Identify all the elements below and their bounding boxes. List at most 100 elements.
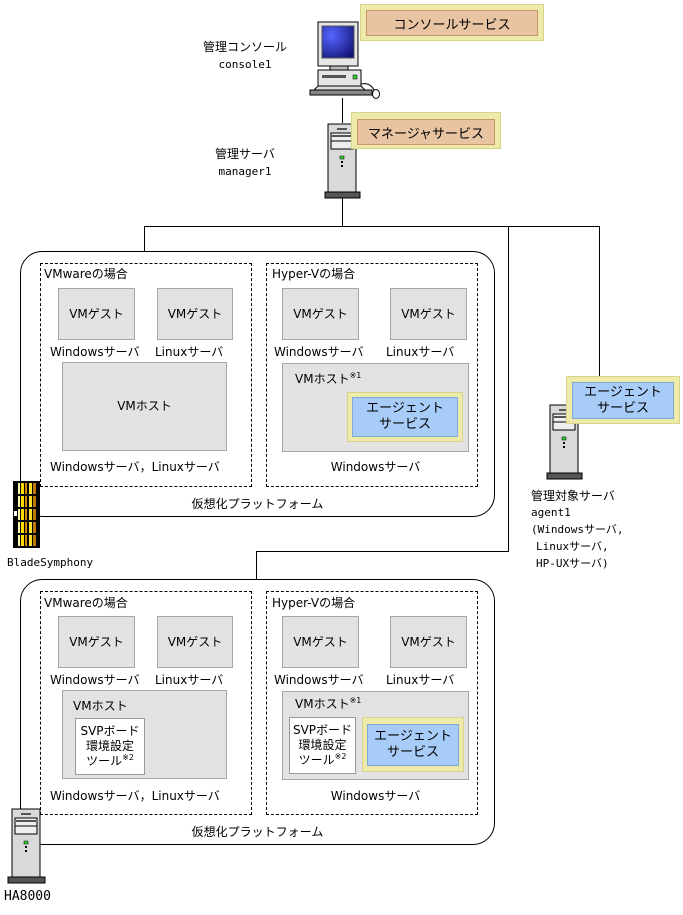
console-hostname: console1 <box>218 58 272 71</box>
virtualization-platform-2 <box>20 579 495 845</box>
footnote-2-mark: ※2 <box>122 753 134 762</box>
footnote-1-mark: ※1 <box>349 371 362 380</box>
hyperv-2-agent-frame: エージェント サービス <box>362 717 464 772</box>
console-service-label: コンソールサービス <box>393 17 511 33</box>
vm-host-text: VMホスト <box>295 372 350 386</box>
vm-guest-label: VMゲスト <box>401 635 456 649</box>
vm-host-text: VMホスト <box>295 697 350 711</box>
bus-drop-platform1 <box>144 226 145 251</box>
vmware-2-guest-windows-os: Windowsサーバ <box>50 673 140 687</box>
vmware-section-2 <box>40 591 252 815</box>
console-service-frame: コンソールサービス <box>360 4 544 41</box>
manager-hostname: manager1 <box>218 165 272 178</box>
vm-guest-label: VMゲスト <box>401 307 456 321</box>
agent-service-label-1: エージェント <box>366 401 444 416</box>
manager-service-box: マネージャサービス <box>357 119 495 145</box>
vm-guest-label: VMゲスト <box>69 307 124 321</box>
hyperv-section-2-title: Hyper-Vの場合 <box>272 596 356 610</box>
vm-host-label: VMホスト※1 <box>295 696 362 712</box>
console-service-box: コンソールサービス <box>366 10 538 36</box>
agent-service-label-2: サービス <box>386 745 439 760</box>
hyperv-1-host: VMホスト※1 エージェント サービス <box>282 363 469 452</box>
vm-host-label: VMホスト※1 <box>295 371 362 387</box>
vmware-2-svp-tool: SVPボード 環境設定 ツール※2 <box>75 718 145 775</box>
vmware-2-guest-linux-os: Linuxサーバ <box>155 673 224 687</box>
hyperv-section-1-title: Hyper-Vの場合 <box>272 267 356 281</box>
agent-service-label-2: サービス <box>596 400 649 416</box>
vm-guest-label: VMゲスト <box>167 635 223 649</box>
hyperv-1-agent-service: エージェント サービス <box>352 397 458 437</box>
svp-tool-label-2: 環境設定 <box>298 738 347 752</box>
hyperv-2-guest-linux-os: Linuxサーバ <box>386 673 455 687</box>
console-label: 管理コンソール <box>202 40 287 54</box>
bus-drop-platform2 <box>508 226 509 551</box>
svp-tool-label-3: ツール※2 <box>86 753 134 769</box>
vm-guest-label: VMゲスト <box>69 635 124 649</box>
manager-service-label: マネージャサービス <box>367 126 485 142</box>
agent-hostname: agent1 <box>531 506 571 519</box>
svp-tool-label-1: SVPボード <box>80 724 140 738</box>
hyperv-1-guest-windows: VMゲスト <box>282 288 359 340</box>
svp-tool-label-2: 環境設定 <box>85 739 134 753</box>
vmware-1-guest-linux: VMゲスト <box>157 288 233 340</box>
vmware-1-guest-windows-os: Windowsサーバ <box>50 345 140 359</box>
agent-os-line-3: HP-UXサーバ) <box>536 557 609 570</box>
platform2-link <box>256 551 509 552</box>
console-manager-link <box>342 98 343 123</box>
hyperv-section-1 <box>266 263 478 487</box>
bladesymphony-label: BladeSymphony <box>7 556 94 569</box>
platform-1-title: 仮想化プラットフォーム <box>191 497 324 511</box>
hyperv-2-guest-windows-os: Windowsサーバ <box>274 673 364 687</box>
vmware-1-guest-linux-os: Linuxサーバ <box>155 345 224 359</box>
vmware-1-host: VMホスト <box>62 362 227 451</box>
hyperv-1-host-os: Windowsサーバ <box>330 460 421 474</box>
vmware-1-guest-windows: VMゲスト <box>58 288 135 340</box>
manager-label: 管理サーバ <box>215 147 275 161</box>
platform-2-title: 仮想化プラットフォーム <box>191 825 324 839</box>
vmware-2-host: VMホスト SVPボード 環境設定 ツール※2 <box>62 690 227 779</box>
vm-host-label: VMホスト <box>73 699 128 713</box>
hyperv-section-2 <box>266 591 478 815</box>
manager-service-frame: マネージャサービス <box>351 112 501 149</box>
svp-tool-label-1: SVPボード <box>292 723 353 737</box>
agent-server-icon <box>546 404 583 480</box>
ha8000-server-icon <box>7 808 46 884</box>
hyperv-2-guest-linux: VMゲスト <box>390 616 467 668</box>
agent-service-label-1: エージェント <box>374 729 452 744</box>
hyperv-2-host-os: Windowsサーバ <box>330 789 421 803</box>
vm-host-label: VMホスト <box>117 399 172 413</box>
hyperv-2-svp-tool: SVPボード 環境設定 ツール※2 <box>289 717 356 774</box>
agent-os-line-1: (Windowsサーバ, <box>531 523 624 536</box>
ha8000-label: HA8000 <box>4 889 51 904</box>
agent-service-box: エージェント サービス <box>572 382 674 419</box>
agent-service-label-1: エージェント <box>584 384 662 400</box>
hyperv-2-host: VMホスト※1 SVPボード 環境設定 ツール※2 エージェント サービス <box>282 691 469 780</box>
agent-service-frame: エージェント サービス <box>566 376 680 424</box>
hyperv-2-guest-windows: VMゲスト <box>282 616 359 668</box>
platform2-drop <box>256 551 257 579</box>
vmware-2-host-os: Windowsサーバ，Linuxサーバ <box>50 789 220 803</box>
svp-tool-label-3: ツール※2 <box>298 752 347 768</box>
hyperv-1-guest-linux-os: Linuxサーバ <box>386 345 455 359</box>
vmware-1-host-os: Windowsサーバ，Linuxサーバ <box>50 460 220 474</box>
hyperv-1-guest-linux: VMゲスト <box>390 288 467 340</box>
hyperv-1-guest-windows-os: Windowsサーバ <box>274 345 364 359</box>
footnote-1-mark: ※1 <box>349 696 362 705</box>
virtualization-platform-1 <box>20 251 495 517</box>
vm-guest-label: VMゲスト <box>167 307 223 321</box>
vmware-section-2-title: VMwareの場合 <box>44 596 128 610</box>
vm-guest-label: VMゲスト <box>293 635 348 649</box>
agent-os-line-2: Linuxサーバ, <box>536 540 609 553</box>
hyperv-2-agent-service: エージェント サービス <box>367 724 459 766</box>
vmware-2-guest-windows: VMゲスト <box>58 616 135 668</box>
vm-guest-label: VMゲスト <box>293 307 348 321</box>
hyperv-1-agent-frame: エージェント サービス <box>347 392 463 442</box>
vmware-section-1-title: VMwareの場合 <box>44 267 128 281</box>
footnote-2-mark: ※2 <box>334 752 347 761</box>
bus-drop-agent <box>599 226 600 376</box>
agent-service-label-2: サービス <box>378 417 431 432</box>
agent-label: 管理対象サーバ <box>531 489 615 503</box>
vmware-2-guest-linux: VMゲスト <box>157 616 233 668</box>
console-pc-icon <box>309 21 380 99</box>
bladesymphony-chassis-icon <box>13 481 40 548</box>
